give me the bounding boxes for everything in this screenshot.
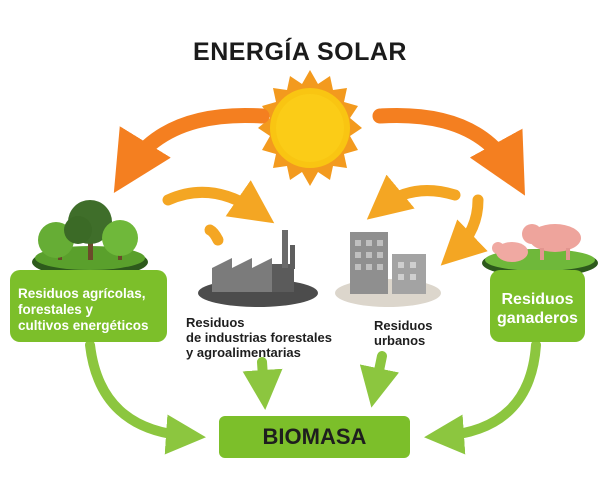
node-agricola-line: cultivos energéticos — [18, 318, 149, 333]
node-ganaderos-line: ganaderos — [497, 310, 578, 327]
arrow-to-industria-2 — [204, 224, 224, 246]
arrow-industria-to-biomasa — [242, 357, 283, 410]
node-ganaderos: Residuos ganaderos — [490, 270, 585, 342]
node-agricola: Residuos agrícolas, forestales y cultivo… — [10, 270, 167, 342]
node-industria-line: y agroalimentarias — [186, 345, 301, 360]
node-industria: Residuos de industrias forestales y agro… — [186, 315, 332, 360]
arrow-to-urbanos-2 — [440, 194, 488, 266]
node-urbanos-line: Residuos — [374, 318, 433, 333]
node-ganaderos-line: Residuos — [501, 291, 574, 308]
node-agricola-line: Residuos agrícolas, — [18, 286, 146, 301]
factory-icon — [198, 230, 318, 307]
node-agricola-line: forestales y — [18, 302, 94, 317]
node-biomasa: BIOMASA — [219, 416, 410, 458]
arrow-urbanos-to-biomasa — [359, 351, 400, 408]
node-urbanos-line: urbanos — [374, 333, 426, 348]
arrow-sun-to-agricola — [113, 107, 270, 193]
arrow-agricola-to-biomasa — [85, 340, 206, 455]
arrow-to-industria — [162, 180, 275, 224]
node-industria-line: Residuos — [186, 315, 245, 330]
buildings-icon — [335, 232, 441, 307]
node-urbanos: Residuos urbanos — [374, 318, 433, 348]
sun-icon — [258, 70, 362, 186]
arrow-to-urbanos — [366, 174, 461, 220]
trees-icon — [32, 200, 148, 277]
diagram-title: ENERGÍA SOLAR — [193, 38, 407, 66]
arrow-sun-to-ganaderos — [372, 107, 525, 196]
node-industria-line: de industrias forestales — [186, 330, 332, 345]
arrow-ganaderos-to-biomasa — [424, 340, 541, 455]
